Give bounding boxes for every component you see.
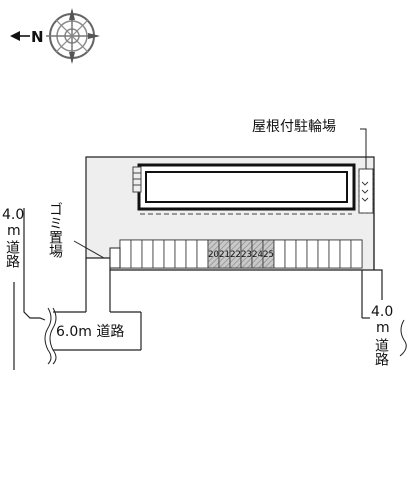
- parking-stall: [119, 239, 132, 269]
- parking-stalls: [119, 239, 363, 269]
- road-right-unit-label: m: [376, 320, 390, 336]
- road-left-name-label: 道路: [4, 240, 20, 268]
- north-label: N: [31, 28, 44, 46]
- parking-stall: [152, 239, 165, 269]
- parking-stall: [130, 239, 143, 269]
- parking-stall-number: 25: [263, 250, 274, 260]
- parking-stall-number: 24: [252, 250, 263, 260]
- north-arrow-icon: [10, 31, 30, 41]
- compass-rose-icon: [46, 8, 100, 64]
- road-bottom: [44, 258, 142, 365]
- road-left-boundary: [13, 208, 111, 370]
- parking-stall: [196, 239, 209, 269]
- parking-stall-number: 20: [208, 250, 219, 260]
- parking-stall: [163, 239, 176, 269]
- parking-stall: [174, 239, 187, 269]
- road-bottom-label: 6.0m 道路: [56, 324, 125, 340]
- parking-stall: [339, 239, 352, 269]
- road-right-name-label: 道路: [373, 338, 389, 366]
- road-left-unit-label: m: [7, 223, 21, 239]
- parking-stall: [284, 239, 297, 269]
- parking-stall: [306, 239, 319, 269]
- road-right-width-label: 4.0: [371, 304, 394, 320]
- building: [132, 163, 356, 215]
- road-right: [361, 213, 407, 357]
- parking-stall: [350, 239, 363, 269]
- parking-stall-number: 23: [241, 250, 252, 260]
- parking-stall: [185, 239, 198, 269]
- parking-stall: [295, 239, 308, 269]
- parking-stall: [328, 239, 341, 269]
- parking-stall-number: 22: [230, 250, 241, 260]
- bike-parking: [358, 168, 374, 214]
- parking-stall: [317, 239, 330, 269]
- parking-stall-number: 21: [219, 250, 230, 260]
- garbage-area: [73, 240, 121, 269]
- parking-stall: [273, 239, 286, 269]
- parking-stall: [141, 239, 154, 269]
- road-left-width-label: 4.0: [2, 207, 25, 223]
- garbage-area-label: ゴミ置場: [47, 202, 63, 258]
- bike-parking-label: 屋根付駐輪場: [252, 119, 336, 135]
- bike-parking-leader: [360, 128, 367, 169]
